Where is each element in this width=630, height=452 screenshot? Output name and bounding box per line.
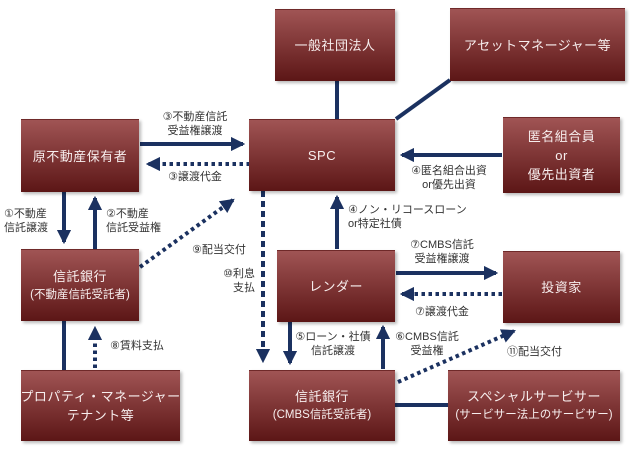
label-8-rent-payment: ⑧賃料支払 [110,339,172,353]
label-2-beneficiary-right-line: ②不動産 [106,208,149,220]
label-11-dividend: ⑪配当交付 [507,345,567,359]
arrow-9-dividend [138,198,235,269]
box-trust-bank-real-estate-trustee-line: 信託銀行 [52,268,107,284]
box-property-manager-tenant-line: テナント等 [66,408,135,423]
label-1-trust-transfer-line: ①不動産 [4,208,47,220]
label-3-transfer-price: ③譲渡代金 [150,170,240,184]
box-trust-bank-cmbs-trustee: 信託銀行 (CMBS信託受託者) [249,370,395,441]
label-9-dividend: ⑨配当交付 [192,243,252,257]
line-asset-manager-to-spc [394,78,452,121]
box-silent-partner-or-preferred-investor: 匿名組合員 or 優先出資者 [503,117,620,193]
box-original-property-holder: 原不動産保有者 [21,119,139,192]
label-4-nonrecourse-loan: ④ノン・リコースローン or特定社債 [348,203,470,231]
label-7-cmbs-transfer: ⑦CMBS信託受益権譲渡 [406,238,478,266]
box-special-servicer-line: スペシャルサービサー [466,389,602,404]
label-2-beneficiary-right: ②不動産信託受益権 [106,207,168,235]
label-11-dividend-line: ⑪配当交付 [507,346,562,358]
label-7-transfer-price: ⑦譲渡代金 [415,305,477,319]
box-asset-manager: アセットマネージャー等 [450,8,625,81]
box-general-incorporated-association-line: 一般社団法人 [294,38,376,53]
box-spc: SPC [249,119,395,191]
label-9-dividend-line: ⑨配当交付 [192,244,246,256]
label-7-transfer-price-line: ⑦譲渡代金 [415,306,469,318]
label-6-cmbs-beneficiary-line: 受益権 [410,345,444,357]
box-investor-line: 投資家 [541,280,582,295]
box-trust-bank-cmbs-trustee-line: 信託銀行 [294,389,349,404]
box-asset-manager-line: アセットマネージャー等 [463,37,612,53]
box-special-servicer: スペシャルサービサー (サービサー法上のサービサー) [448,370,620,441]
box-general-incorporated-association: 一般社団法人 [275,9,395,81]
box-trust-bank-real-estate-trustee: 信託銀行 (不動産信託受託者) [21,249,139,321]
label-10-interest-payment: ⑩利息支払 [210,267,255,295]
label-10-interest-payment-line: ⑩利息 [223,268,255,280]
box-spc-line: SPC [307,148,337,163]
label-4-nonrecourse-loan-line: or特定社債 [348,218,402,230]
arrow-11-dividend [397,329,516,384]
box-silent-partner-or-preferred-investor-line: or [555,148,568,163]
label-3-beneficiary-transfer-line: 受益権譲渡 [167,125,223,137]
label-5-loan-trust-transfer-line: 信託譲渡 [311,345,355,357]
box-property-manager-tenant-line: プロパティ・マネージャー [20,389,181,404]
box-lender: レンダー [277,250,395,322]
label-5-loan-trust-transfer-line: ⑤ローン・社債 [295,331,371,343]
box-trust-bank-cmbs-trustee-line: (CMBS信託受託者) [272,409,372,421]
label-4-tk-investment-line: or優先出資 [422,179,476,191]
box-trust-bank-real-estate-trustee-line: (不動産信託受託者) [30,288,130,301]
box-lender-line: レンダー [308,279,363,294]
box-silent-partner-or-preferred-investor-line: 優先出資者 [527,167,596,182]
label-3-beneficiary-transfer-line: ③不動産信託 [162,111,228,123]
label-10-interest-payment-line: 支払 [233,282,255,294]
label-7-cmbs-transfer-line: ⑦CMBS信託 [410,239,474,251]
label-1-trust-transfer: ①不動産信託譲渡 [4,207,60,235]
label-5-loan-trust-transfer: ⑤ローン・社債信託譲渡 [294,330,372,358]
label-7-cmbs-transfer-line: 受益権譲渡 [414,253,470,265]
label-3-beneficiary-transfer: ③不動産信託受益権譲渡 [150,110,240,138]
label-3-transfer-price-line: ③譲渡代金 [168,171,222,183]
box-original-property-holder-line: 原不動産保有者 [32,148,128,164]
box-property-manager-tenant: プロパティ・マネージャーテナント等 [20,370,181,441]
box-silent-partner-or-preferred-investor-line: 匿名組合員 [527,129,596,144]
label-4-tk-investment-line: ④匿名組合出資 [411,165,487,177]
label-8-rent-payment-line: ⑧賃料支払 [110,340,164,352]
box-investor: 投資家 [503,251,620,323]
label-4-nonrecourse-loan-line: ④ノン・リコースローン [348,204,467,216]
label-1-trust-transfer-line: 信託譲渡 [4,222,48,234]
label-6-cmbs-beneficiary: ⑥CMBS信託受益権 [394,330,460,358]
box-special-servicer-line: (サービサー法上のサービサー) [455,409,613,421]
label-4-tk-investment: ④匿名組合出資 or優先出資 [407,164,491,192]
label-2-beneficiary-right-line: 信託受益権 [106,222,161,234]
label-6-cmbs-beneficiary-line: ⑥CMBS信託 [395,331,459,343]
